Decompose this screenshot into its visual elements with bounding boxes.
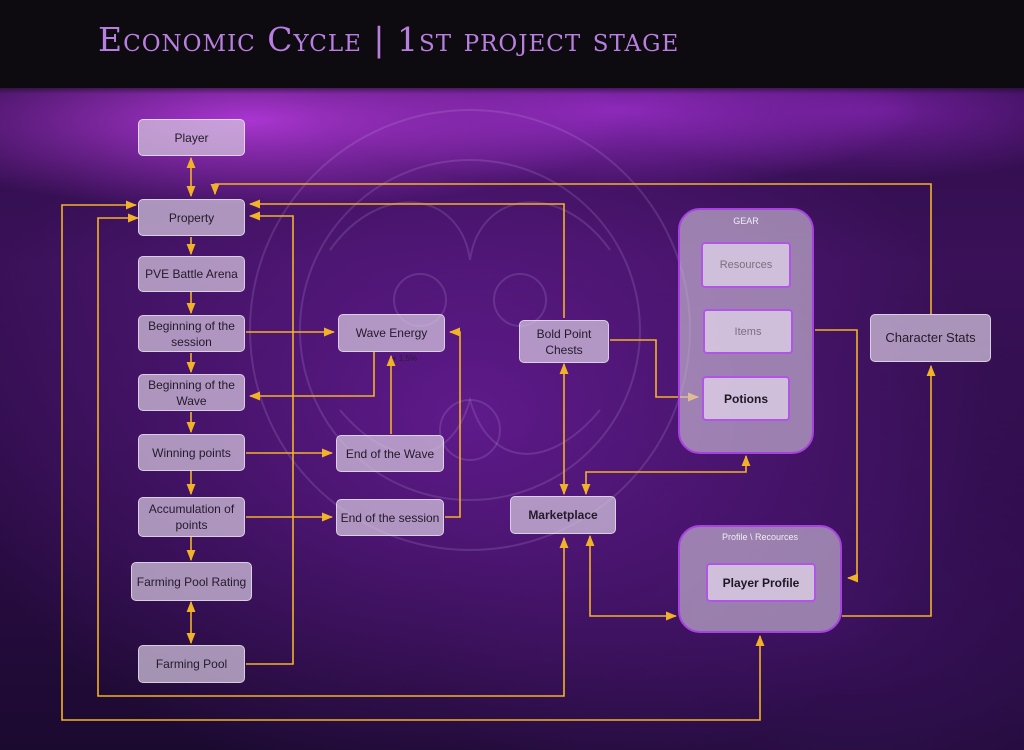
link-endsession-waveenergy (445, 327, 461, 518)
link-stats-property (210, 183, 932, 314)
link-farmingpool-property (246, 211, 294, 665)
character-stats-node: Character Stats (870, 314, 991, 362)
wave-energy-note: + 1,5% (392, 354, 418, 363)
gear-group: GEAR Resources Items Potions (678, 208, 814, 454)
profile-group-label: Profile \ Recources (721, 532, 799, 542)
winning-points-node: Winning points (138, 434, 245, 471)
profile-group: Profile \ Recources Player Profile (678, 525, 842, 633)
player-profile-node: Player Profile (706, 563, 816, 602)
property-node: Property (138, 199, 245, 236)
link-profile-stats (842, 364, 936, 617)
player-node: Player (138, 119, 245, 156)
marketplace-node: Marketplace (510, 496, 616, 534)
title-bar-edge (0, 80, 1024, 94)
page-title: Economic Cycle | 1st project stage (98, 20, 680, 59)
link-marketplace-gear (581, 454, 751, 496)
bold-point-chests-node: Bold Point Chests (519, 320, 609, 363)
beginning-session-node: Beginning of the session (138, 315, 245, 352)
title-bar: Economic Cycle | 1st project stage (0, 0, 1024, 94)
gear-resources-node: Resources (701, 242, 791, 288)
gear-group-label: GEAR (733, 216, 759, 226)
link-marketplace-profile (585, 534, 678, 621)
gear-items-node: Items (703, 309, 793, 354)
link-chests-property (248, 199, 565, 318)
link-waveenergy-beginningwave (248, 352, 375, 401)
accumulation-points-node: Accumulation of points (138, 497, 245, 537)
farming-pool-rating-node: Farming Pool Rating (131, 562, 252, 601)
end-wave-node: End of the Wave (336, 435, 444, 472)
pve-battle-arena-node: PVE Battle Arena (138, 256, 245, 292)
beginning-wave-node: Beginning of the Wave (138, 374, 245, 411)
end-session-node: End of the session (336, 499, 444, 536)
link-gear-profile (815, 329, 859, 583)
farming-pool-node: Farming Pool (138, 645, 245, 683)
wave-energy-node: Wave Energy (338, 314, 445, 352)
link-profile-property (61, 200, 765, 721)
gear-potions-node: Potions (702, 376, 790, 421)
